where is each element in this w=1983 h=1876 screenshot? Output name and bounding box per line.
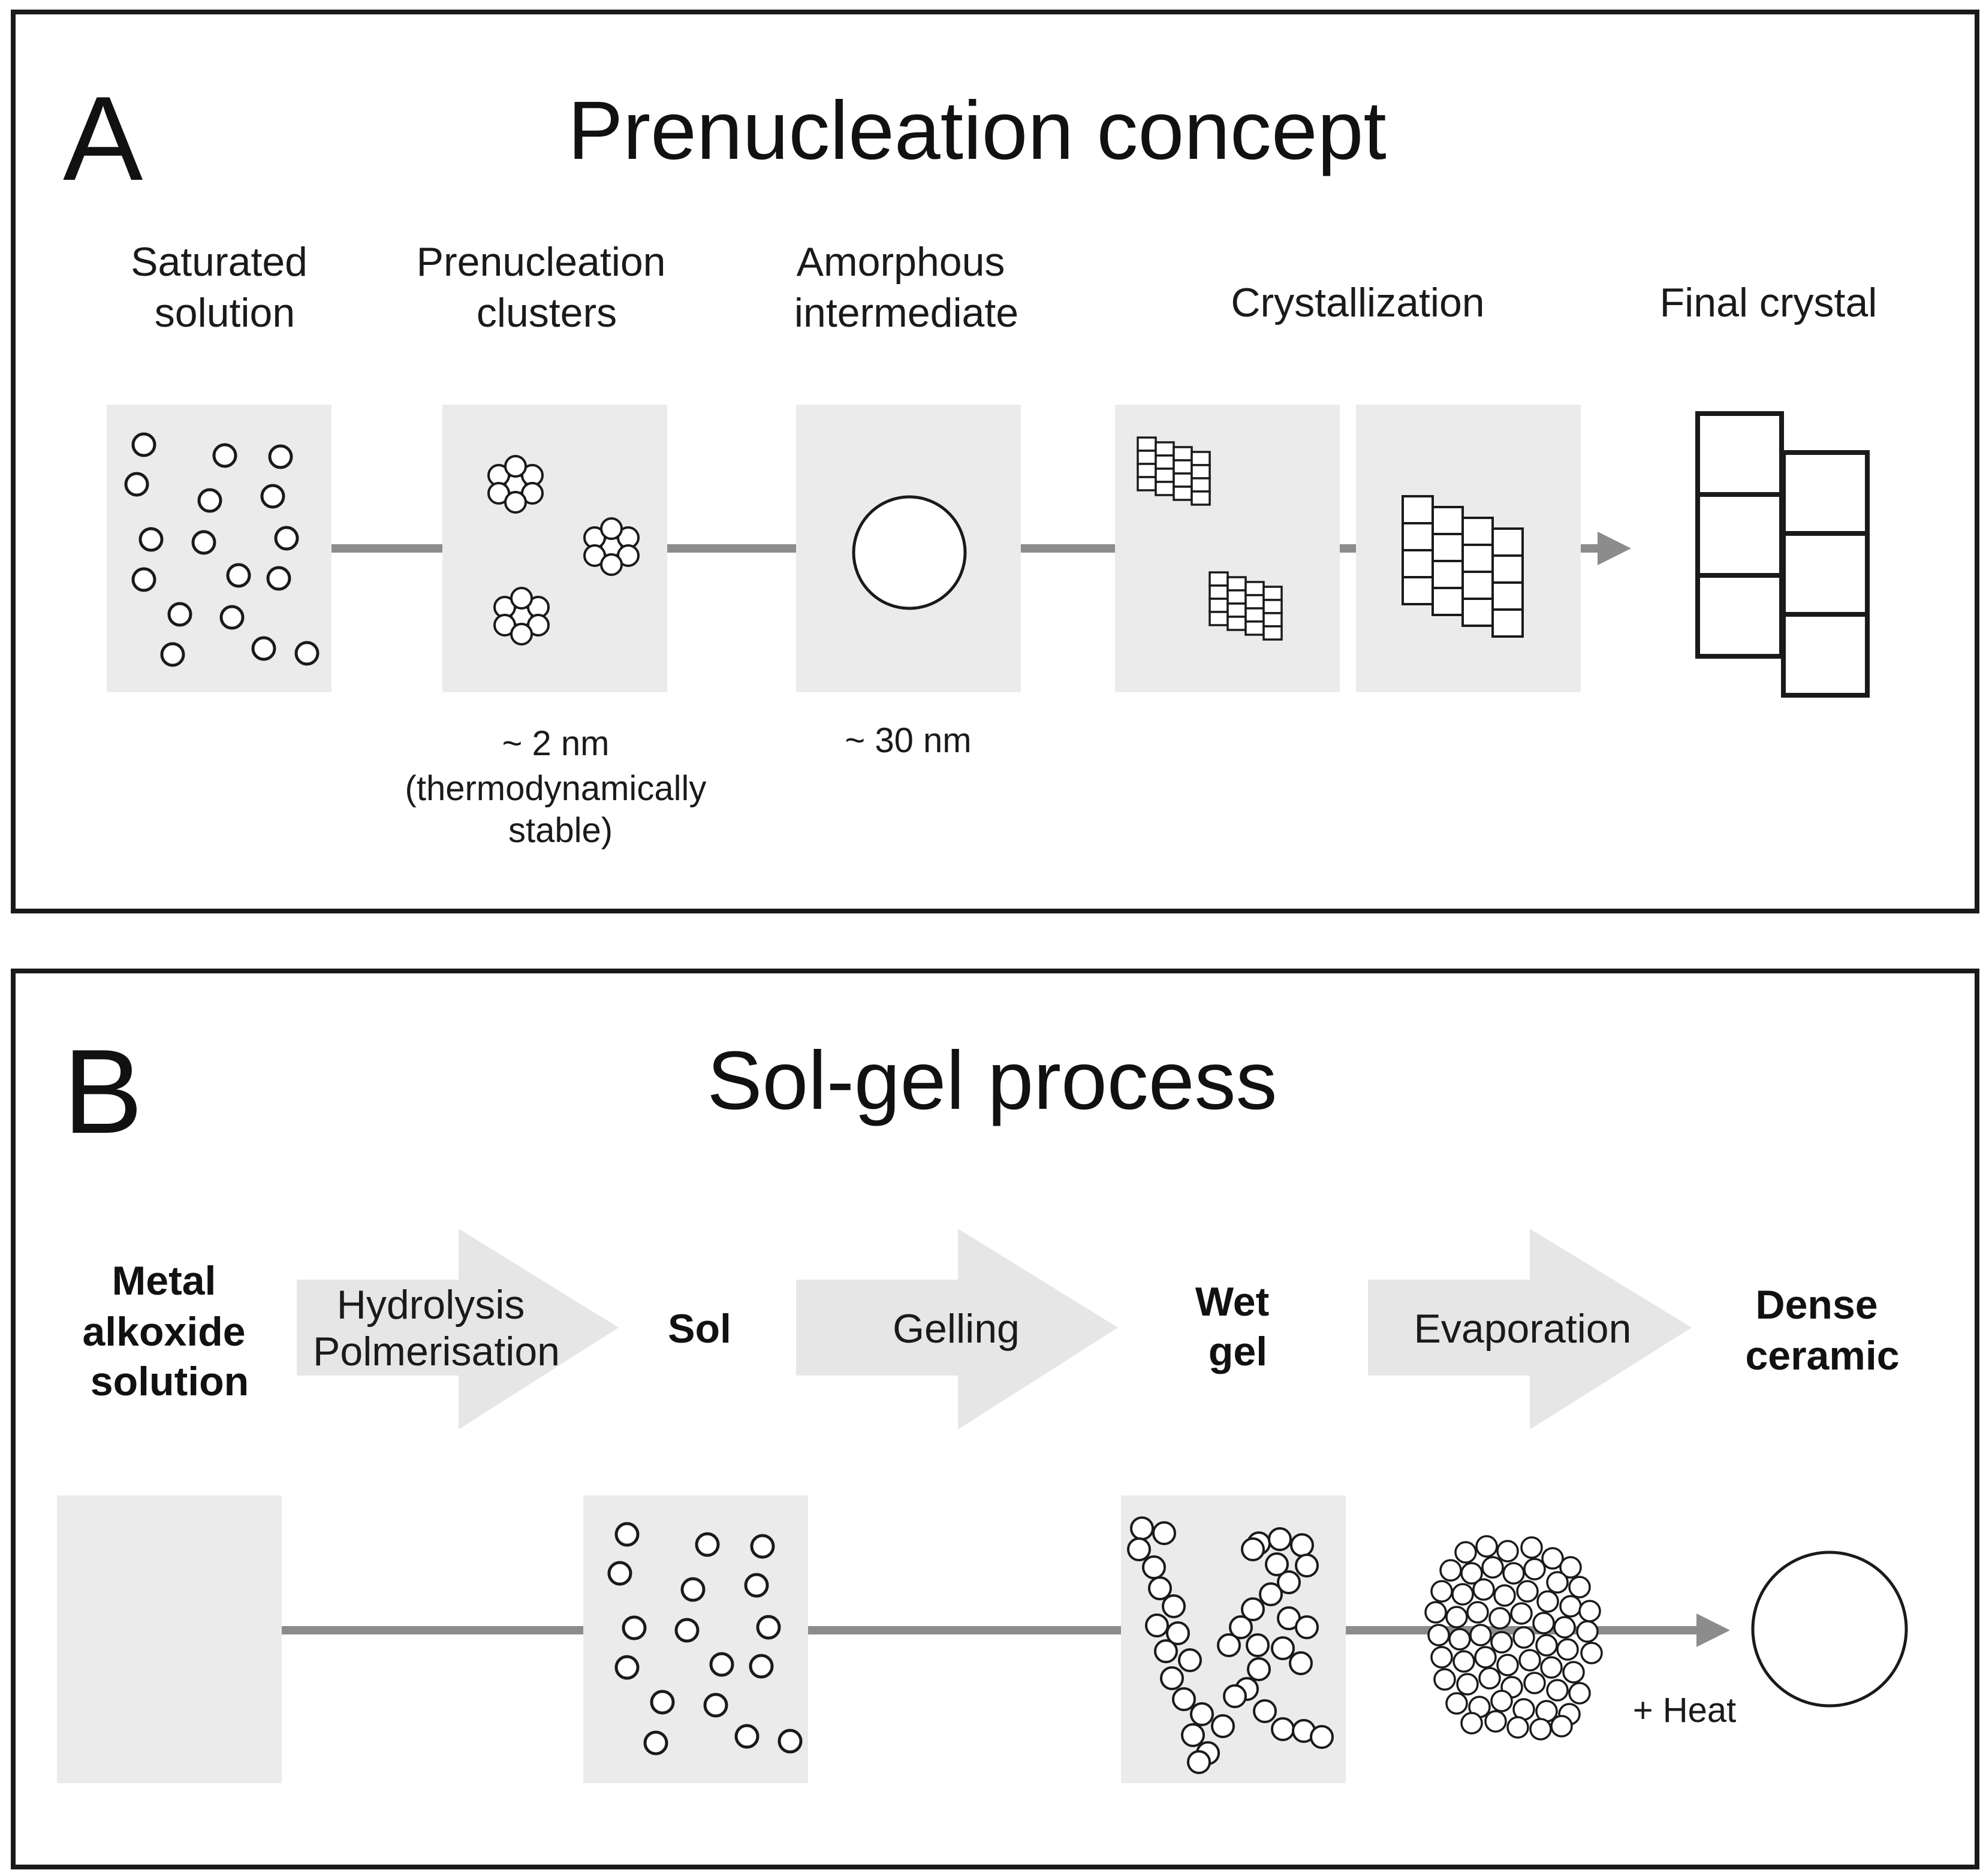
stage-label-sol: Sol (668, 1306, 731, 1352)
stage-label-metal-alkoxide-solution: Metal alkoxide solution (82, 1258, 257, 1404)
box-metal-alkoxide-solution (57, 1495, 282, 1783)
crystallite-small-2 (1209, 571, 1283, 641)
step-arrow-evaporation (1368, 1229, 1692, 1429)
dried-gel-aggregate (1424, 1535, 1603, 1741)
amorphous-size-note: ~ 30 nm (845, 721, 971, 760)
solution-particles (124, 432, 320, 667)
amorphous-particle (852, 495, 967, 610)
stage-label-saturated-solution: Saturated solution (131, 239, 319, 336)
step-arrow-hydrolysis (297, 1229, 619, 1429)
panel-a: A Prenucleation concept Saturated soluti… (11, 10, 1979, 913)
panel-b-letter: B (63, 1025, 143, 1159)
dense-ceramic-particle (1751, 1551, 1908, 1708)
prenucleation-cluster-2 (583, 517, 640, 576)
prenucleation-cluster-3 (493, 587, 550, 646)
step-label-gelling: Gelling (893, 1306, 1020, 1352)
crystallite-small-1 (1137, 436, 1211, 506)
panel-b: B Sol-gel process Hydrolysis Polmerisati… (11, 969, 1979, 1869)
step-label-evaporation: Evaporation (1414, 1306, 1632, 1352)
step-label-hydrolysis: Hydrolysis Polmerisation (313, 1282, 560, 1374)
step-arrow-gelling (796, 1229, 1118, 1429)
stage-label-final-crystal: Final crystal (1660, 280, 1877, 325)
cluster-size-note: ~ 2 nm (thermodynamically stable) (405, 724, 716, 850)
prenucleation-cluster-1 (487, 455, 544, 514)
stage-label-dense-ceramic: Dense ceramic (1745, 1282, 1899, 1379)
wet-gel-network (1127, 1516, 1334, 1774)
panel-a-frame (11, 10, 1979, 913)
panel-a-title: Prenucleation concept (568, 85, 1387, 177)
final-crystal (1695, 411, 1870, 698)
crystallite-large (1402, 495, 1524, 638)
panel-a-letter: A (63, 72, 143, 206)
stage-label-amorphous-intermediate: Amorphous intermediate (794, 239, 1018, 336)
panel-b-frame (11, 969, 1979, 1869)
stage-label-wet-gel: Wet gel (1195, 1279, 1280, 1374)
stage-label-crystallization: Crystallization (1231, 280, 1484, 325)
sol-particles (607, 1522, 803, 1756)
panel-b-title: Sol-gel process (707, 1034, 1277, 1127)
heat-note: + Heat (1633, 1691, 1737, 1730)
stage-label-prenucleation-clusters: Prenucleation clusters (417, 239, 677, 336)
